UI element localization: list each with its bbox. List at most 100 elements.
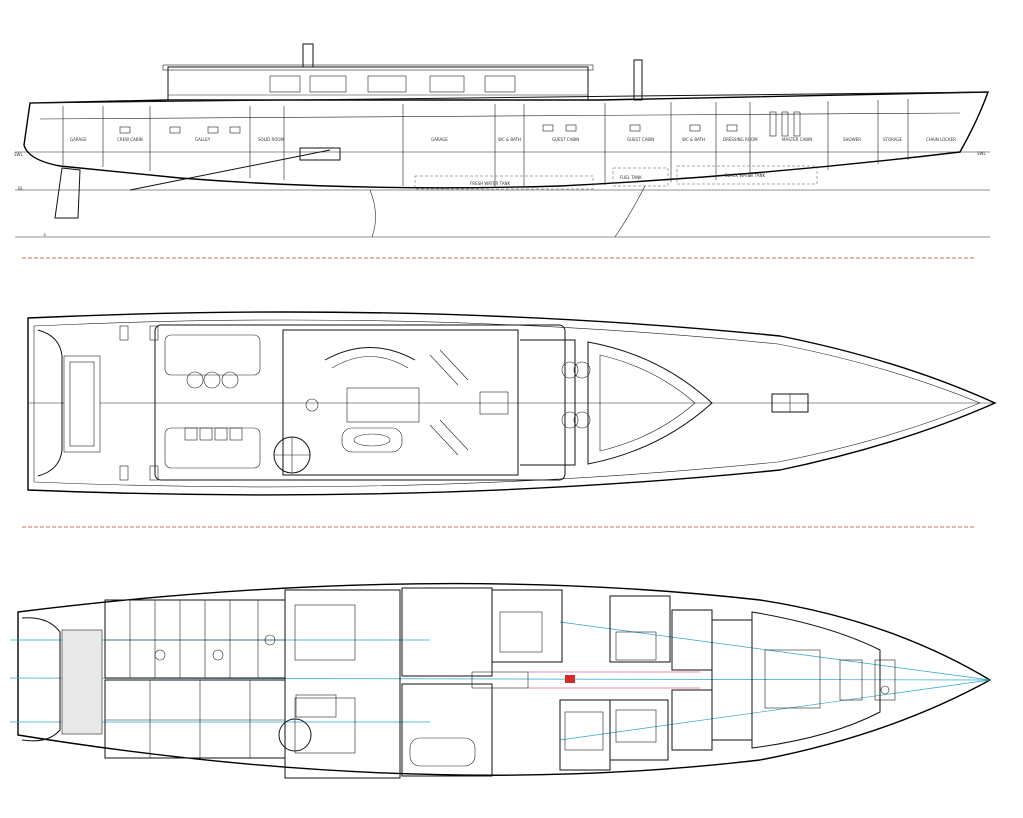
master-sofa xyxy=(839,659,863,701)
superstructure xyxy=(167,66,589,101)
portholes xyxy=(119,111,801,137)
dining-table xyxy=(341,427,403,453)
stool xyxy=(221,371,239,389)
deckhouse xyxy=(154,324,566,481)
forward-toilet xyxy=(880,685,890,695)
aft-stair-curve xyxy=(37,329,63,477)
guest-cabin xyxy=(491,589,563,663)
tender xyxy=(409,737,476,767)
bed xyxy=(564,711,604,751)
tank-black-water xyxy=(676,165,818,185)
lower-deck-plan xyxy=(9,582,992,779)
exhaust-stack xyxy=(633,59,643,101)
profile-room-label: SHOWER xyxy=(843,137,861,142)
tank-label: FRESH WATER TANK xyxy=(470,181,510,186)
master-cabin xyxy=(751,611,881,749)
profile-room-label: DRESSING ROOM xyxy=(723,137,758,142)
bulkheads xyxy=(62,99,909,187)
main-deck-hull xyxy=(27,311,997,496)
profile-room-label: GARAGE xyxy=(70,137,87,142)
stool xyxy=(186,371,204,389)
chair xyxy=(214,427,228,441)
aft-lounge-seat xyxy=(63,355,101,453)
tank-label: BLACK WATER TANK xyxy=(725,173,765,178)
deck-fitting xyxy=(119,465,129,481)
window xyxy=(309,75,347,93)
keel-fin xyxy=(369,189,376,238)
winch xyxy=(573,361,591,379)
engine-room xyxy=(284,589,401,779)
keel-fin xyxy=(614,185,646,238)
toilet xyxy=(212,649,224,661)
window xyxy=(367,75,407,93)
window xyxy=(484,75,516,93)
guest-cabin-port-aft xyxy=(401,587,493,677)
grid-line xyxy=(559,621,991,681)
grid-line xyxy=(559,679,991,741)
bulwark-inner xyxy=(33,319,981,488)
lounge-chairs xyxy=(429,349,469,386)
profile-view: FRESH WATER TANK FUEL TANK BLACK WATER T… xyxy=(14,43,990,238)
dressing-room xyxy=(711,619,753,741)
reference-marker: BL xyxy=(18,186,24,191)
profile-room-label: MASTER CABIN xyxy=(782,137,812,142)
winch xyxy=(573,411,591,429)
chair xyxy=(184,427,198,441)
toilet xyxy=(264,634,276,646)
guest-cabin xyxy=(559,699,611,771)
aft-sofa-starboard xyxy=(164,427,261,469)
engine xyxy=(299,147,341,161)
reference-marker: SWL xyxy=(14,152,23,157)
profile-room-label: GUEST CABIN xyxy=(627,137,654,142)
guest-cabin xyxy=(609,595,671,663)
chain-locker xyxy=(874,659,896,701)
tank-fuel xyxy=(612,167,669,187)
reference-marker: SWL xyxy=(977,151,986,156)
profile-room-label: GARAGE xyxy=(431,137,448,142)
hardtop xyxy=(162,64,594,71)
chair xyxy=(199,427,213,441)
bathroom xyxy=(671,689,713,751)
coffee-table xyxy=(346,387,420,423)
bed xyxy=(615,709,657,743)
master-bed xyxy=(764,649,821,709)
helm-station xyxy=(520,339,576,466)
tank-label: FUEL TANK xyxy=(620,175,642,180)
toilet xyxy=(154,649,166,661)
stern-garage xyxy=(21,617,61,742)
aft-sofa-port xyxy=(164,334,261,376)
tank-fresh-water xyxy=(414,175,594,190)
corridor-stair xyxy=(471,671,529,689)
crew-quarters-starboard xyxy=(104,679,286,759)
profile-room-label: STORAGE xyxy=(883,137,903,142)
sunpad-inner xyxy=(599,354,696,452)
guest-cabin-starboard-aft xyxy=(401,683,493,777)
profile-room-label: WC & BATH xyxy=(498,137,521,142)
bed xyxy=(615,631,657,661)
forward-stair xyxy=(479,391,509,415)
window xyxy=(429,75,465,93)
window xyxy=(269,75,301,93)
profile-room-label: CREW CABIN xyxy=(117,137,143,142)
main-deck-plan xyxy=(27,311,997,496)
deck-fitting xyxy=(119,325,129,341)
deck-fitting xyxy=(149,325,159,341)
salon xyxy=(282,329,519,476)
engine-starboard xyxy=(294,697,356,754)
profile-room-label: GUEST CABIN xyxy=(552,137,579,142)
stool xyxy=(203,371,221,389)
bulkhead-door-marker xyxy=(565,675,575,683)
chair xyxy=(229,427,243,441)
winch xyxy=(561,411,579,429)
deck-fitting xyxy=(149,465,159,481)
main-deck-line xyxy=(29,91,989,104)
propeller-shaft xyxy=(129,149,331,191)
dining-table-centerpiece xyxy=(353,433,391,447)
mast xyxy=(302,43,314,68)
profile-room-label: GALLEY xyxy=(195,137,211,142)
lounge-chairs xyxy=(429,419,469,456)
profile-hull xyxy=(23,91,990,189)
